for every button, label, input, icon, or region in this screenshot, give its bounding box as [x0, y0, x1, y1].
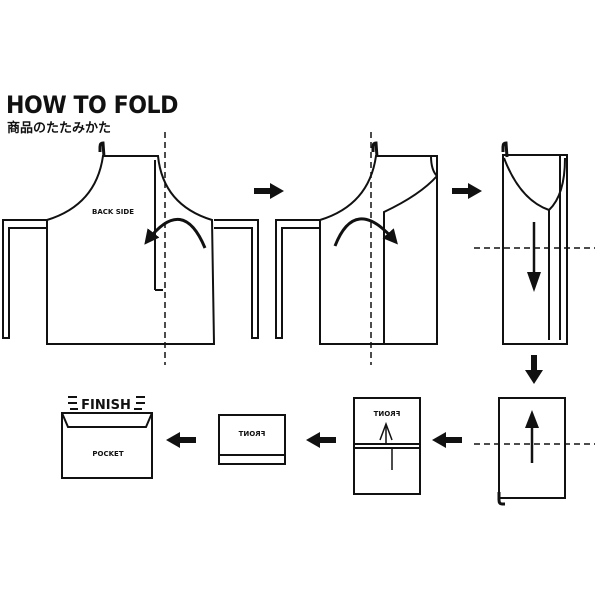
step2-apron — [275, 132, 438, 365]
finish-pouch — [61, 412, 153, 479]
step-arrow-left-1 — [432, 432, 462, 448]
step-arrow-down — [525, 355, 543, 384]
finish-sparkle-lines — [68, 396, 145, 410]
step-arrow-left-2 — [306, 432, 336, 448]
front-mirror-label-step6: FRONT — [238, 430, 265, 438]
finish-label: FINISH — [81, 398, 131, 413]
step3-strip — [474, 141, 595, 345]
step-arrow-right-2 — [452, 183, 482, 199]
step-arrow-left-3 — [166, 432, 196, 448]
step-arrow-right-1 — [254, 183, 284, 199]
step1-apron — [2, 132, 259, 365]
front-mirror-label-step5: FRONT — [373, 410, 400, 418]
page-title: HOW TO FOLD — [6, 91, 179, 119]
step5-pocket-fold — [353, 397, 421, 495]
page-subtitle: 商品のたたみかた — [7, 121, 112, 136]
step6-pocket — [218, 414, 286, 465]
back-side-label: BACK SIDE — [92, 208, 134, 216]
step4-folded — [474, 397, 595, 506]
pocket-label: POCKET — [92, 450, 123, 458]
